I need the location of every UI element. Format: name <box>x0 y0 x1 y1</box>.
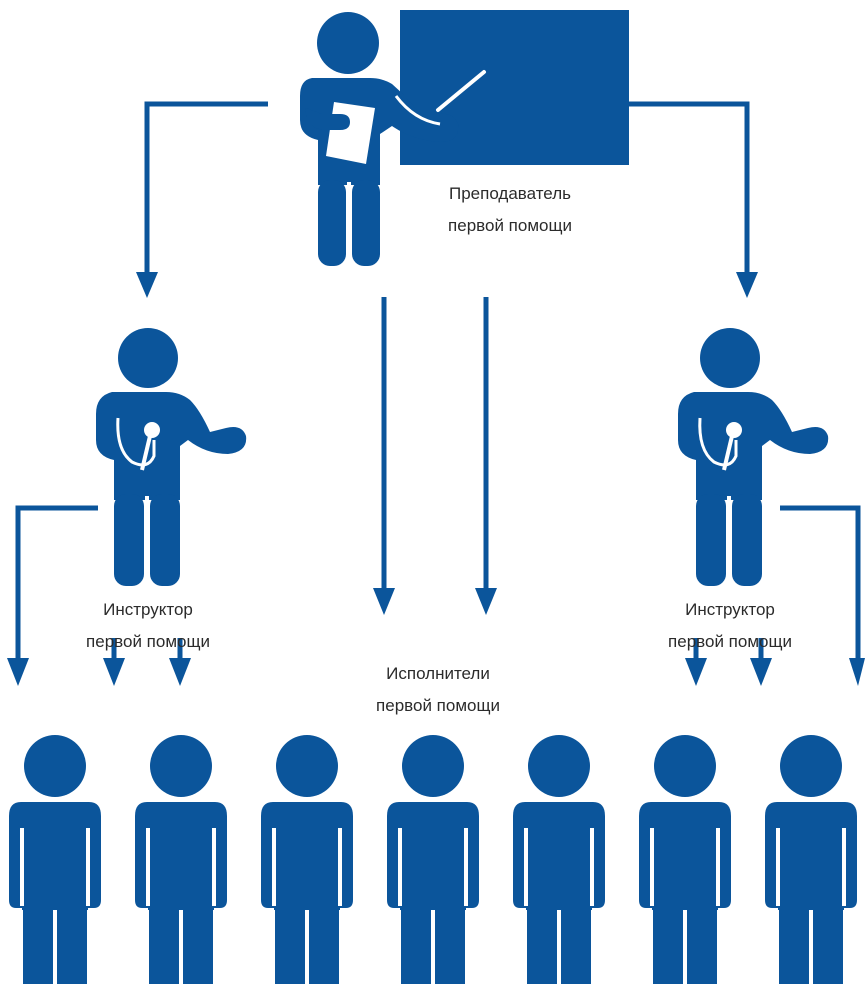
instructor-with-microphone-icon <box>678 328 829 586</box>
person-icon <box>261 735 353 984</box>
instructor-leg-right <box>150 494 180 586</box>
instructor-head <box>700 328 760 388</box>
arrowhead <box>750 658 772 686</box>
arrow-teacher-to-right-instructor <box>628 101 750 276</box>
connector-arrows <box>7 101 865 686</box>
person-head <box>528 735 590 797</box>
person-head <box>24 735 86 797</box>
person-body <box>513 802 605 910</box>
person-head <box>780 735 842 797</box>
arrowhead <box>373 588 395 615</box>
person-icon <box>765 735 857 984</box>
microphone-head <box>144 422 160 438</box>
arrowhead <box>169 658 191 686</box>
right-instructor-label-line2: первой помощи <box>668 632 792 651</box>
person-body <box>135 802 227 910</box>
teacher-label-line1: Преподаватель <box>449 184 571 203</box>
teacher-hand-on-paper <box>305 108 350 130</box>
left-instructor-label-line1: Инструктор <box>103 600 193 619</box>
instructor-torso <box>678 392 829 500</box>
arrow-teacher-to-left-instructor <box>144 101 268 276</box>
microphone-head <box>726 422 742 438</box>
teacher-leg-right <box>352 180 380 266</box>
person-body <box>261 802 353 910</box>
arrow-left-instructor-outer <box>15 505 98 662</box>
left-instructor-label: Инструктор первой помощи <box>58 594 238 658</box>
person-icon <box>9 735 101 984</box>
person-body <box>765 802 857 910</box>
instructor-leg-left <box>114 494 144 586</box>
person-head <box>150 735 212 797</box>
teacher-leg-left <box>318 180 346 266</box>
person-icon <box>513 735 605 984</box>
person-head <box>402 735 464 797</box>
person-head <box>654 735 716 797</box>
person-body <box>387 802 479 910</box>
instructor-leg-right <box>732 494 762 586</box>
teacher-label-line2: первой помощи <box>448 216 572 235</box>
right-instructor-label-line1: Инструктор <box>685 600 775 619</box>
teacher-arm-outline <box>394 95 441 126</box>
arrowhead <box>103 658 125 686</box>
left-instructor-label-line2: первой помощи <box>86 632 210 651</box>
instructor-with-microphone-icon <box>96 328 247 586</box>
chalkboard <box>400 10 629 165</box>
instructor-arm-outline <box>116 417 156 467</box>
person-icon <box>135 735 227 984</box>
pointer-stick <box>436 70 486 112</box>
performers-label-line1: Исполнители <box>386 664 490 683</box>
instructor-arm-outline <box>698 417 738 467</box>
performers-label: Исполнители первой помощи <box>348 658 528 722</box>
arrow-right-instructor-outer <box>780 505 861 662</box>
arrowhead <box>136 272 158 298</box>
right-instructor-label: Инструктор первой помощи <box>640 594 820 658</box>
arrowhead <box>7 658 29 686</box>
instructor-head <box>118 328 178 388</box>
teacher-head <box>317 12 379 74</box>
arrowhead <box>685 658 707 686</box>
performers-row <box>9 735 857 984</box>
right-instructor <box>678 328 829 586</box>
teacher-at-board-icon <box>300 10 629 266</box>
microphone-handle <box>140 435 152 471</box>
microphone-handle <box>722 435 734 471</box>
person-icon <box>639 735 731 984</box>
person-icon <box>387 735 479 984</box>
performers-label-line2: первой помощи <box>376 696 500 715</box>
teacher-label: Преподаватель первой помощи <box>420 178 600 242</box>
person-body <box>639 802 731 910</box>
person-head <box>276 735 338 797</box>
arrowhead <box>849 658 865 686</box>
arrowhead <box>736 272 758 298</box>
person-body <box>9 802 101 910</box>
instructor-leg-left <box>696 494 726 586</box>
arrowhead <box>475 588 497 615</box>
instructor-torso <box>96 392 247 500</box>
left-instructor <box>96 328 247 586</box>
